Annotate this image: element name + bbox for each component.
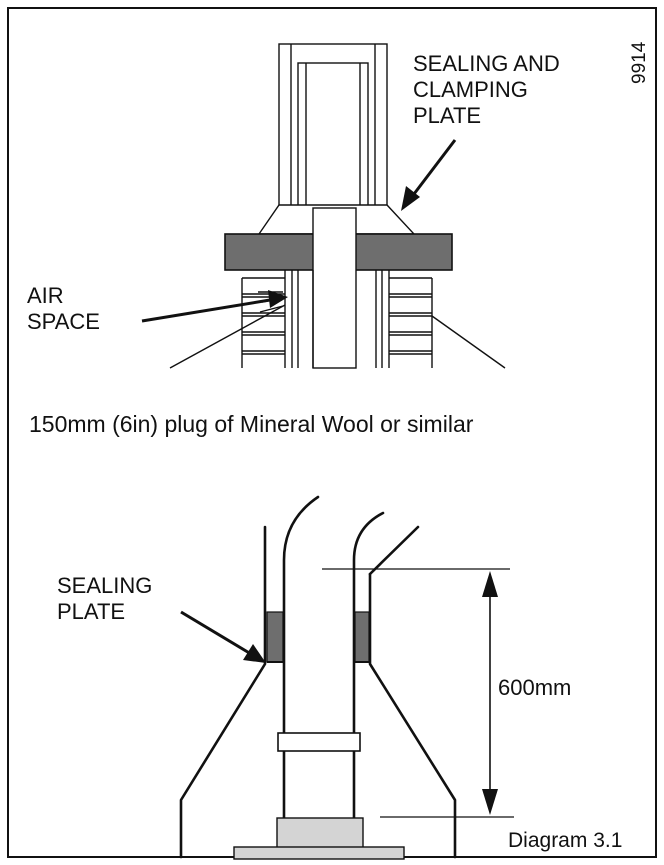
flue-box-inner: [297, 62, 369, 227]
sealing-plate-right: [354, 611, 370, 663]
base-adaptor: [276, 817, 364, 849]
left-brickwork: [169, 277, 286, 369]
label-line: SEALING AND: [413, 51, 560, 76]
bottom-illustration: [179, 495, 457, 859]
label-line: AIR: [27, 283, 64, 308]
label-line: CLAMPING: [413, 76, 528, 102]
label-line: SEALING: [57, 573, 153, 598]
diagram-title: Diagram 3.1: [508, 829, 623, 852]
ref-code-label: 9914: [629, 41, 650, 84]
right-brickwork: [389, 277, 506, 369]
flue-liner-right: [352, 511, 385, 859]
label-line: PLATE: [413, 102, 482, 128]
sealing-plate-left: [266, 611, 284, 663]
top-illustration: [169, 43, 506, 369]
dimension-label: 600mm: [498, 675, 572, 700]
arrow-air-space: [141, 290, 288, 323]
sealing-and-clamping-plate-label: SEALING AND CLAMPING PLATE: [413, 51, 560, 129]
central-flue-pipe: [312, 207, 357, 369]
chimney-wall-left: [179, 525, 267, 859]
dimension-600mm: [322, 568, 514, 818]
base-plinth: [233, 846, 405, 860]
label-line: SPACE: [27, 308, 100, 334]
clamp-band: [277, 732, 361, 752]
arrow-sealing-plate: [180, 610, 266, 663]
air-space-label: AIR SPACE: [27, 283, 100, 335]
arrow-clamping-plate: [401, 139, 457, 211]
chimney-wall-right: [368, 572, 457, 859]
label-line: PLATE: [57, 598, 126, 624]
mineral-wool-caption: 150mm (6in) plug of Mineral Wool or simi…: [29, 411, 474, 437]
sealing-plate-label: SEALING PLATE: [57, 573, 152, 625]
flue-box-outer: [278, 43, 388, 226]
flue-liner-left: [282, 495, 320, 859]
